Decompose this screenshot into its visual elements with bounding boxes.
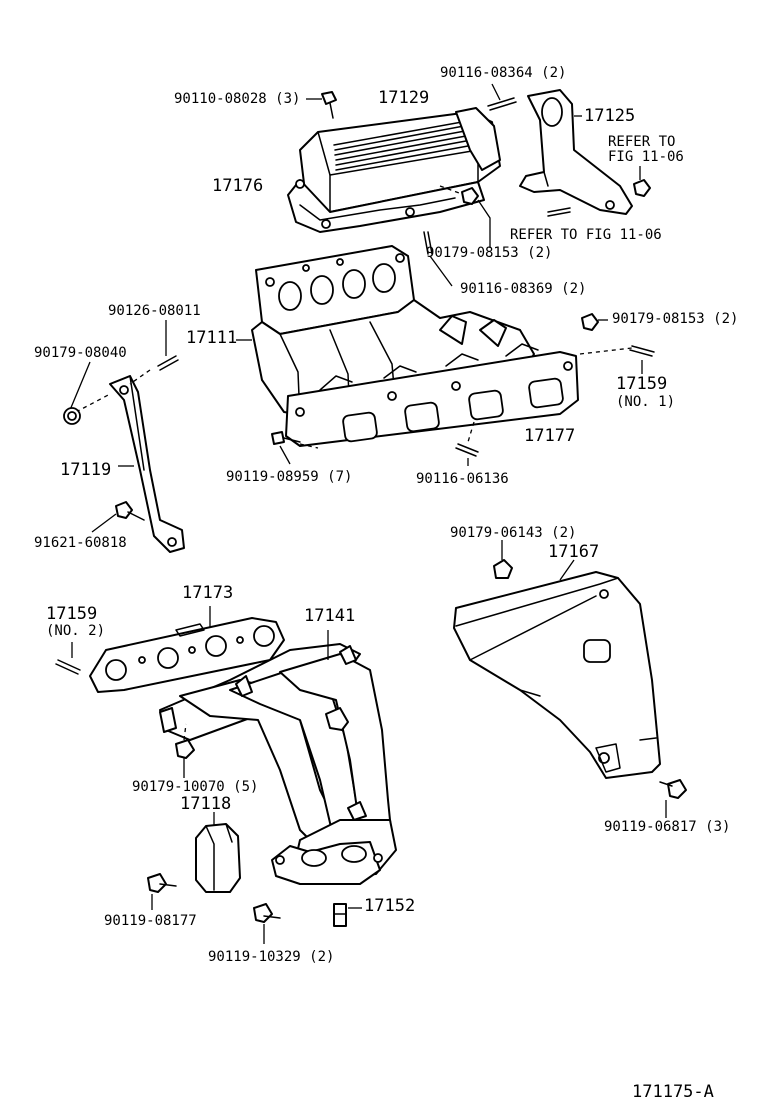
label-17159-no2-note: (NO. 2) bbox=[46, 623, 106, 639]
label-90119-08177: 90119-08177 bbox=[104, 913, 197, 929]
bolt-90119-08177 bbox=[147, 873, 177, 910]
label-17118: 17118 bbox=[180, 794, 232, 814]
label-91621-60818: 91621-60818 bbox=[34, 535, 127, 551]
label-17177: 17177 bbox=[524, 426, 576, 446]
label-17176: 17176 bbox=[212, 176, 264, 196]
stud-90116-08369 bbox=[423, 231, 453, 287]
label-90126-08011: 90126-08011 bbox=[108, 303, 201, 319]
stud-90116-06136 bbox=[455, 421, 479, 466]
label-90119-08959: 90119-08959 (7) bbox=[226, 469, 353, 485]
nut-90179-08040 bbox=[63, 407, 81, 425]
bolt-90110-08028 bbox=[306, 91, 337, 119]
bolt-90119-08959 bbox=[271, 431, 319, 465]
bracket-17125 bbox=[519, 89, 633, 215]
stud-17159-no1 bbox=[629, 345, 655, 374]
nut-90179-10070 bbox=[175, 723, 195, 778]
nut-90179-08153-upper bbox=[439, 185, 491, 248]
stud-refer-fig-2 bbox=[547, 207, 571, 217]
label-90119-06817: 90119-06817 (3) bbox=[604, 819, 731, 835]
label-17111: 17111 bbox=[186, 328, 238, 348]
label-refer-1-line1: REFER TO bbox=[608, 134, 676, 150]
nut-90179-06143 bbox=[493, 540, 513, 579]
label-17173: 17173 bbox=[182, 583, 234, 603]
label-90110-08028: 90110-08028 (3) bbox=[174, 91, 301, 107]
label-90116-06136: 90116-06136 bbox=[416, 471, 509, 487]
label-17167: 17167 bbox=[548, 542, 600, 562]
label-17152: 17152 bbox=[364, 896, 416, 916]
exhaust-gasket-17173 bbox=[89, 606, 285, 693]
stud-90126-08011 bbox=[129, 320, 179, 385]
bolt-90119-06817 bbox=[659, 779, 687, 818]
bolt-90119-10329 bbox=[253, 903, 281, 944]
label-17159-no1-note: (NO. 1) bbox=[616, 394, 676, 410]
label-90119-10329: 90119-10329 (2) bbox=[208, 949, 335, 965]
label-90179-06143: 90179-06143 (2) bbox=[450, 525, 577, 541]
label-17159-no1: 17159 bbox=[616, 374, 668, 394]
label-17125: 17125 bbox=[584, 106, 636, 126]
label-refer-2: REFER TO FIG 11-06 bbox=[510, 227, 662, 243]
nut-refer-fig bbox=[633, 166, 651, 197]
insulator-17118 bbox=[195, 812, 241, 893]
label-90179-08153-b: 90179-08153 (2) bbox=[612, 311, 739, 327]
label-90179-10070: 90179-10070 (5) bbox=[132, 779, 259, 795]
bolt-91621-60818 bbox=[91, 501, 145, 533]
label-refer-1-line2: FIG 11-06 bbox=[608, 149, 684, 165]
stud-17152 bbox=[333, 903, 362, 927]
intake-manifold-cover bbox=[287, 107, 501, 233]
exhaust-manifold-17141 bbox=[159, 630, 397, 885]
intake-gasket-17177 bbox=[285, 343, 633, 447]
figure-id: 171175-A bbox=[632, 1082, 714, 1102]
label-90179-08040: 90179-08040 bbox=[34, 345, 127, 361]
label-90116-08369: 90116-08369 (2) bbox=[460, 281, 587, 297]
heat-insulator-17167 bbox=[453, 559, 661, 779]
label-17119: 17119 bbox=[60, 460, 112, 480]
label-17141: 17141 bbox=[304, 606, 356, 626]
label-90116-08364: 90116-08364 (2) bbox=[440, 65, 567, 81]
nut-90179-08153-right bbox=[581, 313, 608, 331]
label-17129: 17129 bbox=[378, 88, 430, 108]
stud-90116-08364 bbox=[487, 83, 517, 111]
stud-17159-no2 bbox=[55, 642, 81, 675]
label-17159-no2: 17159 bbox=[46, 604, 98, 624]
label-90179-08153-a: 90179-08153 (2) bbox=[426, 245, 553, 261]
manifold-stay-17119 bbox=[69, 361, 185, 553]
